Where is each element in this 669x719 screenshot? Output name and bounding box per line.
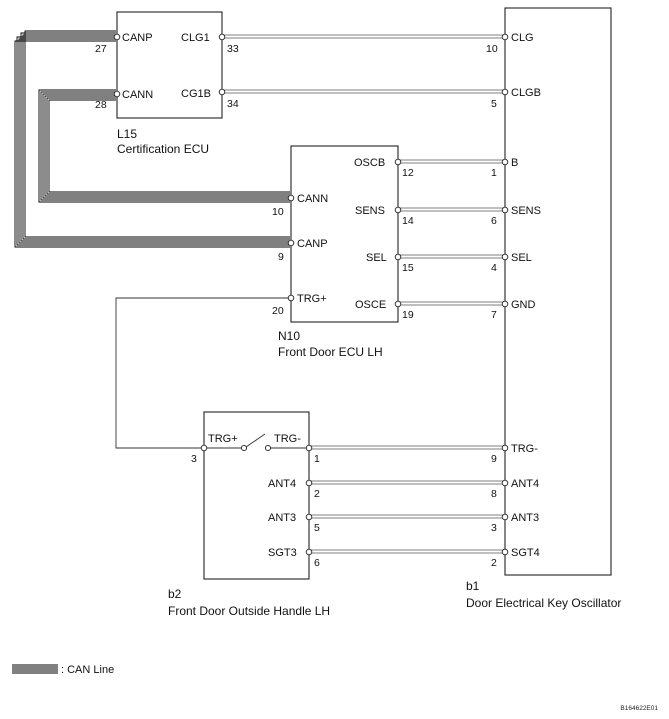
n10-pin-osce-label: OSCE — [355, 299, 386, 311]
figure-code: B164622E01 — [620, 705, 658, 712]
legend-can-line-text: : CAN Line — [61, 664, 114, 676]
n10-pin-sel-label: SEL — [366, 252, 387, 264]
b2-pin-sgt3-label: SGT3 — [268, 547, 297, 559]
n10-pin-canp-label: CANP — [297, 238, 328, 250]
b2-pin-trgm-label: TRG- — [274, 433, 301, 445]
n10-pin-osce-num: 19 — [402, 309, 414, 321]
l15-pin-canp-num: 27 — [95, 43, 107, 55]
b1-pin-sens-label: SENS — [511, 205, 541, 217]
l15-pin-cann-num: 28 — [95, 99, 107, 111]
n10-pin-cann-label: CANN — [297, 193, 328, 205]
l15-name: Certification ECU — [117, 142, 209, 156]
n10-pin-oscb-num: 12 — [402, 167, 414, 179]
b2-pin-ant4-num: 2 — [314, 488, 320, 500]
b1-pin-sel-num: 4 — [491, 262, 497, 274]
b1-pin-clgb-num: 5 — [491, 98, 497, 110]
wire-sel — [400, 254, 503, 259]
b1-pin-trg-num: 9 — [491, 453, 497, 465]
b2-pin-sgt3-num: 6 — [314, 557, 320, 569]
b1-box — [504, 7, 612, 576]
b1-id: b1 — [466, 579, 480, 593]
b1-pin-sgt4-label: SGT4 — [511, 547, 540, 559]
b1-pin-ant3-num: 3 — [491, 522, 497, 534]
b1-name: Door Electrical Key Oscillator — [466, 596, 621, 610]
wire-ant4 — [311, 480, 503, 485]
l15-pin-clg1-label: CLG1 — [181, 32, 210, 44]
wire-gnd — [400, 301, 503, 306]
b1-pin-clg-num: 10 — [486, 43, 498, 55]
l15-pin-cg1b-label: CG1B — [181, 88, 211, 100]
b2-id: b2 — [168, 587, 182, 601]
b1-pin-sel-label: SEL — [511, 252, 532, 264]
n10-pin-oscb-label: OSCB — [354, 157, 385, 169]
wire-oscb — [400, 159, 503, 164]
n10-pin-canp-num: 9 — [278, 251, 284, 263]
l15-pin-clg1-num: 33 — [227, 43, 239, 55]
b1-pin-ant3-label: ANT3 — [511, 512, 539, 524]
can-line-canp — [14, 30, 290, 248]
b2-pin-ant4-label: ANT4 — [268, 478, 296, 490]
b1-pin-sens-num: 6 — [491, 215, 497, 227]
b1-pin-gnd-label: GND — [511, 299, 536, 311]
b2-name: Front Door Outside Handle LH — [168, 604, 330, 618]
b1-pin-gnd-num: 7 — [491, 309, 497, 321]
n10-name: Front Door ECU LH — [278, 345, 383, 359]
wire-clgb — [224, 89, 503, 94]
wire-trg-plus — [115, 297, 290, 449]
b1-pin-b-label: B — [511, 157, 518, 169]
terminals — [113, 33, 509, 556]
l15-pin-cann-label: CANN — [122, 89, 153, 101]
n10-pin-sens-label: SENS — [355, 205, 385, 217]
l15-pin-cg1b-num: 34 — [227, 98, 239, 110]
l15-pin-canp-label: CANP — [122, 32, 153, 44]
n10-pin-cann-num: 10 — [272, 206, 284, 218]
n10-box — [290, 145, 399, 323]
b2-pin-trgm-num: 1 — [314, 453, 320, 465]
b1-pin-trg-label: TRG- — [511, 443, 538, 455]
l15-id: L15 — [117, 127, 137, 141]
n10-pin-sens-num: 14 — [402, 215, 414, 227]
n10-pin-sel-num: 15 — [402, 262, 414, 274]
b1-pin-clgb-label: CLGB — [511, 87, 541, 99]
switch-symbol — [206, 433, 306, 452]
b2-pin-ant3-num: 5 — [314, 522, 320, 534]
wire-clg — [224, 34, 503, 39]
l15-box — [116, 11, 223, 119]
wire-sens — [400, 207, 503, 212]
wire-trg-minus — [311, 445, 503, 450]
b2-pin-trgp-label: TRG+ — [208, 433, 238, 445]
wire-sgt — [311, 549, 503, 554]
b2-pin-ant3-label: ANT3 — [268, 512, 296, 524]
n10-pin-trg-label: TRG+ — [297, 293, 327, 305]
b1-pin-ant4-num: 8 — [491, 488, 497, 500]
b1-pin-sgt4-num: 2 — [491, 557, 497, 569]
b1-pin-clg-label: CLG — [511, 32, 534, 44]
n10-id: N10 — [278, 329, 300, 343]
legend-can-line-swatch — [12, 664, 58, 674]
n10-pin-trg-num: 20 — [272, 305, 284, 317]
can-line-cann — [38, 89, 290, 203]
b2-pin-trgp-num: 3 — [191, 453, 197, 465]
b1-pin-b-num: 1 — [491, 167, 497, 179]
b1-pin-ant4-label: ANT4 — [511, 478, 539, 490]
wire-ant3 — [311, 514, 503, 519]
